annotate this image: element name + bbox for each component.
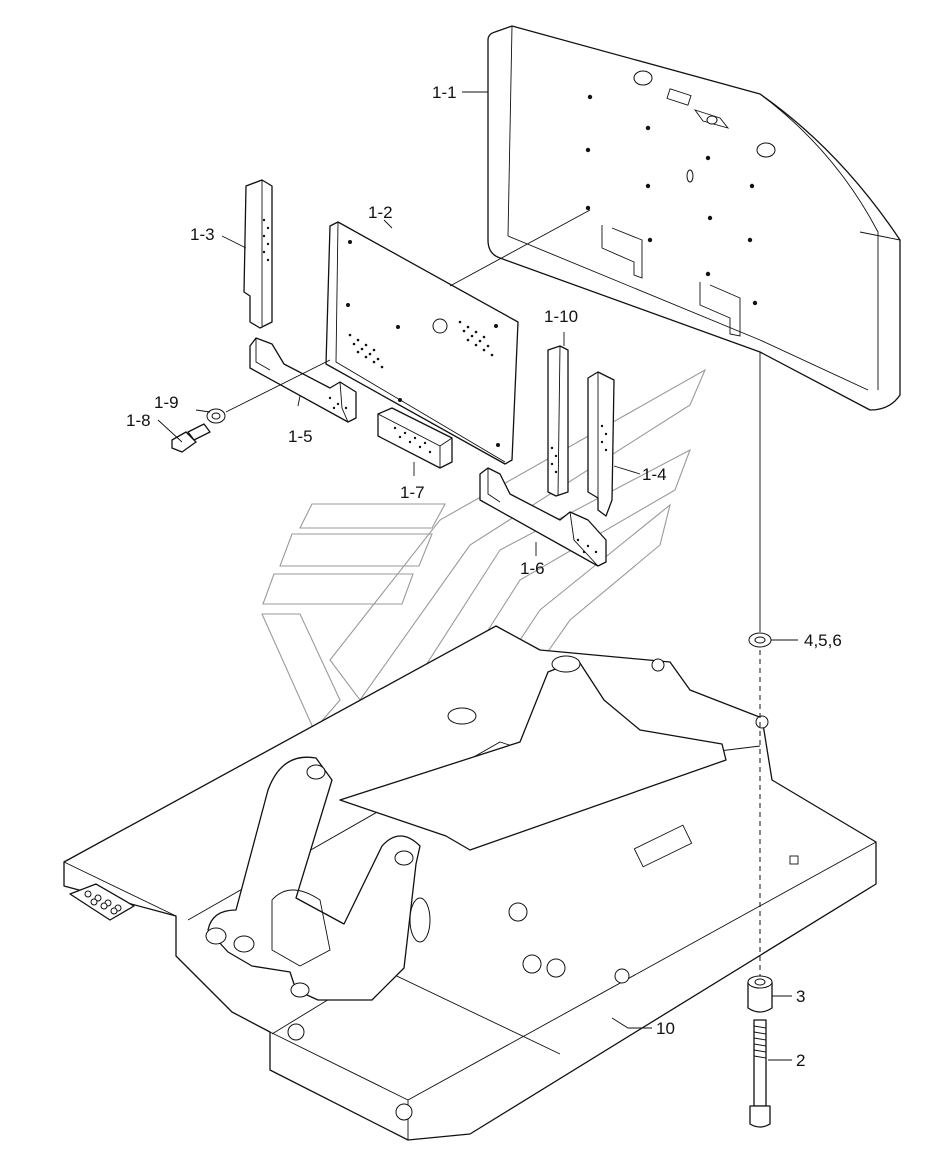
long-bolt-part [749, 1019, 771, 1128]
leader-lines [157, 91, 798, 1061]
plate-dot-pattern [348, 320, 494, 369]
upper-frame-part [63, 625, 877, 1141]
callout-1-10: 1-10 [544, 307, 578, 326]
callout-1-3: 1-3 [190, 225, 215, 244]
tall-block-right-part [587, 371, 615, 517]
small-block-part [377, 407, 453, 469]
washer-part [748, 632, 772, 648]
callout-1-8: 1-8 [126, 411, 151, 430]
tall-block-left-part [243, 179, 273, 329]
callout-1-2: 1-2 [368, 203, 393, 222]
callout-labels: 1-1 1-2 1-3 1-10 1-9 1-8 1-5 1-4 1-7 1-6… [126, 83, 842, 1070]
bolt-and-washer-parts [171, 408, 226, 453]
callout-2: 2 [796, 1051, 805, 1070]
callout-10: 10 [656, 1019, 675, 1038]
callout-4-5-6: 4,5,6 [804, 631, 842, 650]
spacer-part [747, 975, 773, 1013]
callout-1-5: 1-5 [288, 427, 313, 446]
post-block-part [547, 345, 569, 497]
callout-1-7: 1-7 [400, 483, 425, 502]
callout-1-1: 1-1 [432, 83, 457, 102]
plate-part [325, 221, 519, 465]
cradle-block-left-part [249, 337, 357, 423]
callout-1-6: 1-6 [520, 559, 545, 578]
counterweight-part [487, 25, 901, 411]
callout-1-9: 1-9 [154, 393, 179, 412]
cradle-block-right-part [479, 467, 607, 567]
callout-3: 3 [796, 987, 805, 1006]
callout-1-4: 1-4 [642, 465, 667, 484]
